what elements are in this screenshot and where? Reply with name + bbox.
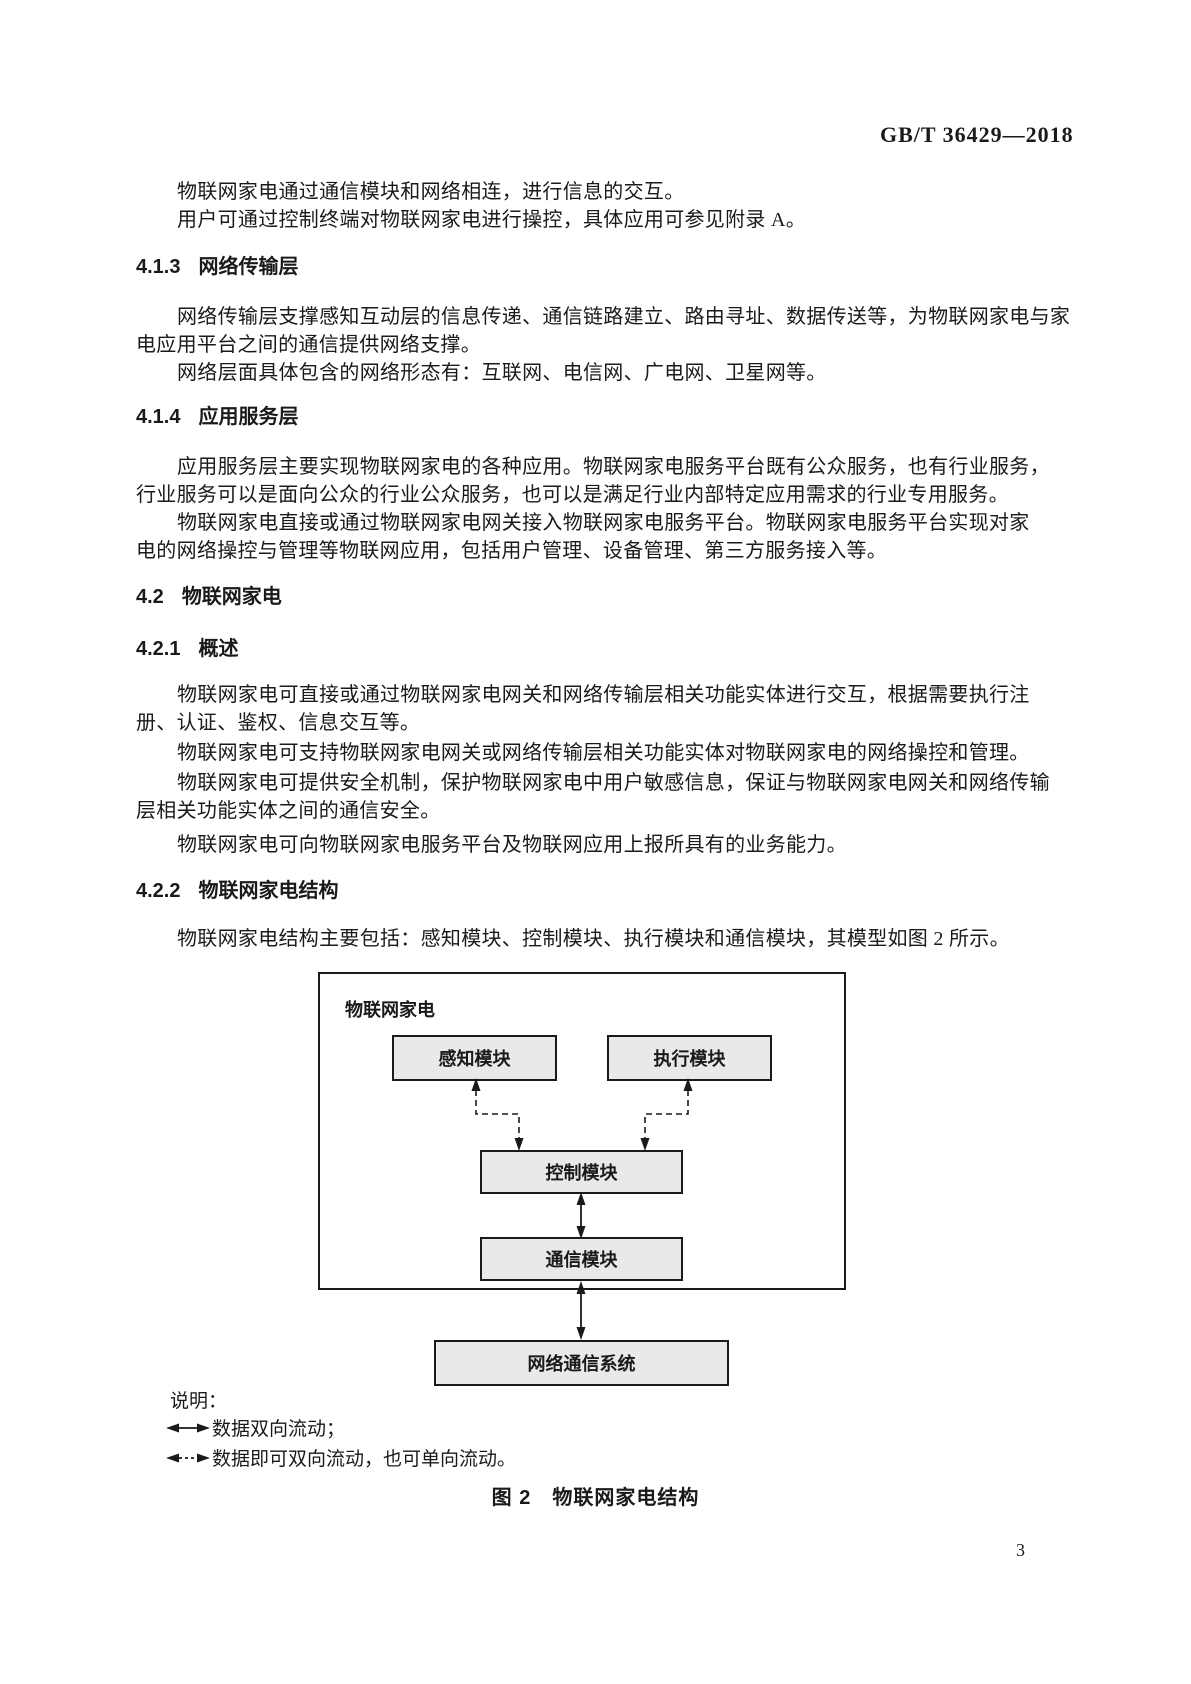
section-number: 4.2.2: [136, 880, 181, 902]
paragraph-line: 物联网家电结构主要包括：感知模块、控制模块、执行模块和通信模块，其模型如图 2 …: [177, 928, 1010, 950]
section-number: 4.1.4: [136, 406, 181, 428]
paragraph-line: 物联网家电通过通信模块和网络相连，进行信息的交互。: [177, 181, 685, 203]
section-number: 4.2.1: [136, 638, 181, 660]
paragraph-line: 用户可通过控制终端对物联网家电进行操控，具体应用可参见附录 A。: [177, 209, 807, 231]
figure-box-execute-module: 执行模块: [607, 1035, 772, 1081]
section-title: 网络传输层: [198, 256, 299, 278]
legend-dashed-arrow-text: 数据即可双向流动，也可单向流动。: [212, 1449, 517, 1470]
paragraph-line: 物联网家电直接或通过物联网家电网关接入物联网家电服务平台。物联网家电服务平台实现…: [177, 512, 1030, 534]
paragraph-line: 物联网家电可向物联网家电服务平台及物联网应用上报所具有的业务能力。: [177, 834, 847, 856]
paragraph-line: 网络层面具体包含的网络形态有：互联网、电信网、广电网、卫星网等。: [177, 362, 827, 384]
paragraph-line: 物联网家电可支持物联网家电网关或网络传输层相关功能实体对物联网家电的网络操控和管…: [177, 742, 1030, 764]
section-number: 4.2: [136, 586, 164, 608]
paragraph-line: 电应用平台之间的通信提供网络支撑。: [136, 334, 482, 356]
section-heading-4-2: 4.2 物联网家电: [136, 586, 282, 608]
paragraph-line: 物联网家电可提供安全机制，保护物联网家电中用户敏感信息，保证与物联网家电网关和网…: [177, 772, 1050, 794]
figure-container-label: 物联网家电: [345, 1000, 435, 1020]
page-number: 3: [1016, 1540, 1025, 1560]
section-heading-4-2-2: 4.2.2 物联网家电结构: [136, 880, 338, 902]
figure-caption: 图 2 物联网家电结构: [491, 1487, 700, 1509]
paragraph-line: 物联网家电可直接或通过物联网家电网关和网络传输层相关功能实体进行交互，根据需要执…: [177, 684, 1030, 706]
paragraph-line: 册、认证、鉴权、信息交互等。: [136, 712, 421, 734]
paragraph-line: 层相关功能实体之间的通信安全。: [136, 800, 441, 822]
section-heading-4-2-1: 4.2.1 概述: [136, 638, 238, 660]
standard-number-header: GB/T 36429—2018: [880, 122, 1074, 147]
section-number: 4.1.3: [136, 256, 181, 278]
paragraph-line: 电的网络操控与管理等物联网应用，包括用户管理、设备管理、第三方服务接入等。: [136, 540, 888, 562]
section-heading-4-1-3: 4.1.3 网络传输层: [136, 256, 298, 278]
paragraph-line: 行业服务可以是面向公众的行业公众服务，也可以是满足行业内部特定应用需求的行业专用…: [136, 484, 1009, 506]
legend-solid-arrow-text: 数据双向流动；: [212, 1419, 346, 1440]
figure-box-control-module: 控制模块: [480, 1150, 683, 1194]
figure-box-network-system: 网络通信系统: [434, 1340, 729, 1386]
dashed-double-arrow-icon: [166, 1453, 210, 1463]
figure-box-sense-module: 感知模块: [392, 1035, 557, 1081]
paragraph-line: 网络传输层支撑感知互动层的信息传递、通信链路建立、路由寻址、数据传送等，为物联网…: [177, 306, 1071, 328]
section-title: 物联网家电结构: [198, 880, 339, 902]
section-title: 物联网家电: [181, 586, 282, 608]
legend-label: 说明：: [170, 1391, 228, 1412]
paragraph-line: 应用服务层主要实现物联网家电的各种应用。物联网家电服务平台既有公众服务，也有行业…: [177, 456, 1050, 478]
figure-box-comm-module: 通信模块: [480, 1237, 683, 1281]
section-heading-4-1-4: 4.1.4 应用服务层: [136, 406, 298, 428]
solid-double-arrow-icon: [166, 1423, 210, 1433]
section-title: 概述: [198, 638, 239, 660]
section-title: 应用服务层: [198, 406, 299, 428]
